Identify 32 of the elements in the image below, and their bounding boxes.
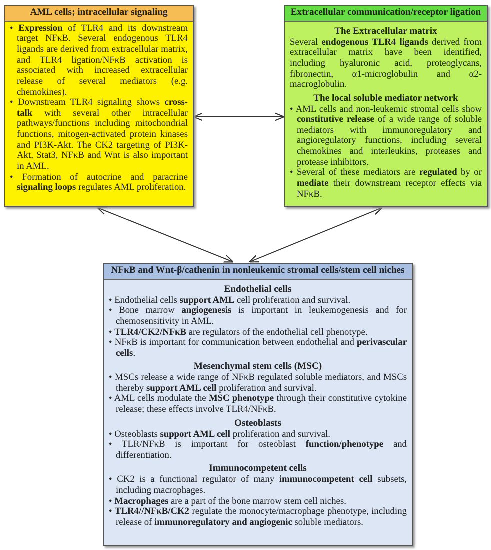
bullet-point: • Osteoblasts support AML cell proliferation and survival. [109,430,332,440]
bullet-point: • Macrophages are a part of the bone marrow stem cell niches. [109,496,348,508]
bullet-point: • Bone marrow angiogenesis is important in leukemogenesis and for chemosensitivity in AML. [109,306,407,328]
section-heading: Endothelial cells [223,284,293,296]
bullet-point: • AML cells modulate the MSC phenotype through their constitutive cytokine release; these effects involve TLR4/NFκB. [109,394,407,416]
panel-heading: NFκB and Wnt-β/cathenin in nonleukemic stromal cells/stem cell niches [104,264,412,280]
panel-heading: Extracellular communication/receptor ligation [285,6,487,22]
bullet-point: • TLR4//NFκB/CK2 regulate the monocyte/macrophage phenotype, including release of immunoregulatory and angiogenic soluble mediators. [109,507,407,528]
bullet-point: • AML cells and non-leukemic stromal cells show constitutive release of a wide range of soluble mediators with immunoregulatory and angioregulatory functions, including several chemokines and interleukins, proteases and protease inhibitors. [290,104,482,168]
bullet-point: • Formation of autocrine and paracrine signaling loops regulates AML proliferation. [10,172,188,194]
bullet-point: • Several of these mediators are regulated by or mediate their downstream receptor effects via NFκB. [290,168,482,200]
paragraph: Several endogenous TLR4 ligands derived from extracellular matrix have been identified, including hyaluronic acid, proteoglycans, fibronectin, α1-microglobulin and α2-macroglobulin. [290,38,482,91]
bullet-point: • TLR4/CK2/NFκB are regulators of the endothelial cell phenotype. [109,328,369,338]
section-heading: The Extracellular matrix [334,26,438,38]
section-heading: The local soluble mediator network [312,94,460,105]
bullet-point: • MSCs release a wide range of NFκB regulated soluble mediators, and MSCs thereby support AML cell proliferation and survival. [109,373,407,394]
text-panel [4,5,194,207]
text-panel [284,5,488,207]
bullet-point: • TLR/NFκB is important for osteoblast function/phenotype and differentiation. [109,440,407,462]
double-arrow [97,207,234,263]
panel-heading: AML cells; intracellular signaling [5,6,193,22]
section-heading: Immunocompetent cells [208,464,308,475]
section-heading: Osteoblasts [234,418,282,430]
bullet-point: • Expression of TLR4 and its downstream target NFκB. Several endogenous TLR4 ligands are derived from extracellular matrix, and TLR4 ligation/NFκB activation is associated with increased extracellular release of several mediators (e.g. chemokines). [10,24,188,98]
section-heading: Mesenchymal stem cells (MSC) [192,362,324,373]
double-arrow [193,112,285,122]
bullet-point: • Endothelial cells support AML cell proliferation and survival. [109,296,352,306]
double-arrow [249,207,383,263]
bullet-point: • NFκB is important for communication between endothelial and perivascular cells. [109,338,407,360]
text-panel [103,263,413,546]
bullet-point: • Downstream TLR4 signaling shows cross-talk with several other intracellular pathways/functions including mitochondrial functions, mitogen-activated protein kinases and PI3K-Akt. The CK2 targeting of PI3K-Akt, Stat3, NFκB and Wnt is also important in AML. [10,98,188,173]
bullet-point: • CK2 is a functional regulator of many immunocompetent cell subsets, including macrophages. [109,475,407,497]
